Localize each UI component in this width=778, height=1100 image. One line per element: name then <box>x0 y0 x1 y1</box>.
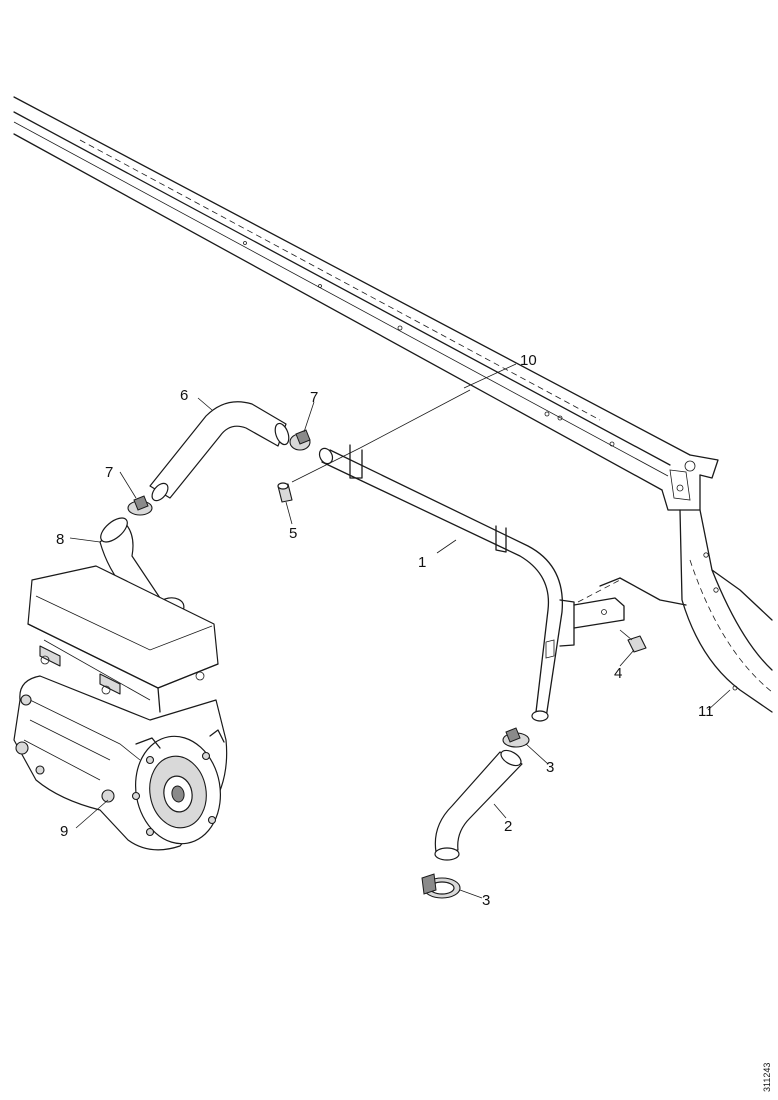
callout-10: 10 <box>520 352 537 369</box>
callout-9: 9 <box>60 823 68 840</box>
callout-3-upper: 3 <box>546 759 554 776</box>
callout-11: 11 <box>698 703 714 720</box>
cross-member <box>599 509 773 713</box>
clamp-3-upper <box>502 727 530 748</box>
main-pipe <box>318 444 625 722</box>
callout-1: 1 <box>418 554 426 571</box>
leader-lines <box>69 363 731 899</box>
callout-2: 2 <box>504 818 512 835</box>
clamp-7-upper <box>289 429 311 451</box>
hose-6 <box>149 401 290 502</box>
callout-7-lower: 7 <box>105 464 113 481</box>
drawing-reference-number: 311243 <box>762 1063 772 1092</box>
callout-8: 8 <box>56 531 64 548</box>
bolt-5 <box>277 482 293 503</box>
assembly-leader <box>291 389 471 483</box>
callout-labels: 1 2 3 3 4 5 6 7 7 8 9 10 11 <box>56 352 714 909</box>
assembly-leader-2 <box>577 579 621 603</box>
bolt-4 <box>619 629 647 653</box>
compressor-9 <box>13 565 228 851</box>
callout-7-upper: 7 <box>310 389 318 406</box>
clamp-3-lower <box>421 873 461 899</box>
callout-6: 6 <box>180 387 188 404</box>
clamp-7-lower <box>127 495 153 516</box>
hose-2 <box>434 749 523 861</box>
frame-rail <box>13 96 719 511</box>
callout-3-lower: 3 <box>482 892 490 909</box>
callout-5: 5 <box>289 525 297 542</box>
callout-4: 4 <box>614 665 622 682</box>
